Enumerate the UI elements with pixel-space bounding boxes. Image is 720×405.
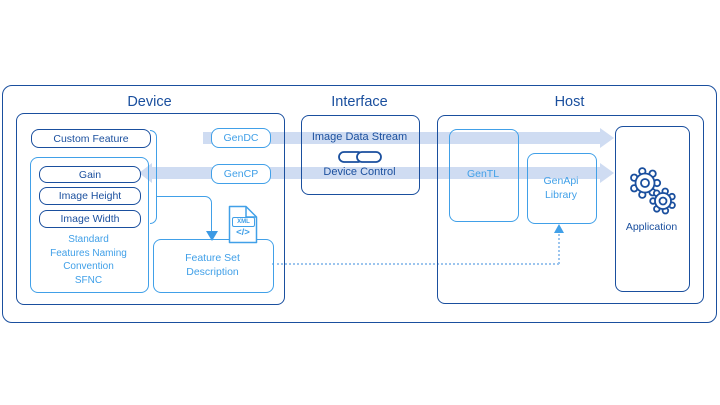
host-section-title: Host [554,94,585,110]
feature-set-description-box [153,239,274,293]
image-data-stream-arrowhead [600,128,614,148]
device-control-label: Device Control [323,166,396,178]
feature-set-dotted-line-vertical [558,234,560,264]
xml-code-glyph: </> [236,227,250,238]
sfnc-text: Standard Features Naming Convention SFNC [32,233,145,287]
image-data-stream-label: Image Data Stream [311,131,408,143]
gencp-pill: GenCP [211,164,271,184]
gears-icon [620,160,680,218]
image-height-label: Image Height [58,190,122,202]
sfnc-box [30,157,149,293]
gain-label: Gain [78,168,102,181]
interface-section-title: Interface [331,94,388,110]
genapi-line-2: Library [544,188,578,201]
device-control-right-arrowhead [600,163,614,183]
diagram-outer-frame [2,85,717,323]
feature-group-bracket [150,130,157,224]
custom-feature-box: Custom Feature [31,129,151,148]
host-box [437,115,704,304]
feature-set-dotted-arrowhead [553,224,564,233]
chain-link-icon [338,149,382,165]
sfnc-line-3: Convention [63,261,114,272]
genapi-library-label: GenApi Library [527,175,595,202]
gentl-label: GenTL [466,168,500,180]
gendc-pill: GenDC [211,128,271,148]
gendc-label: GenDC [223,132,259,144]
feature-set-line-1: Feature Set [185,252,240,264]
image-data-stream-band [203,132,600,144]
sfnc-line-2: Features Naming [50,247,127,259]
genapi-line-1: GenApi [543,175,579,187]
image-width-box: Image Width [39,210,141,228]
gencp-label: GenCP [223,168,259,180]
sfnc-line-4: SFNC [74,274,103,286]
gain-box: Gain [39,166,141,183]
image-width-label: Image Width [60,213,120,225]
gentl-box [449,129,519,222]
application-label: Application [625,221,678,233]
feature-set-dotted-line-horizontal [272,263,559,265]
device-box [16,113,285,305]
custom-feature-label: Custom Feature [53,132,129,145]
description-down-arrowhead [205,231,218,241]
device-section-title: Device [127,94,172,110]
xml-badge: XML [232,217,255,227]
sfnc-line-1: Standard [68,234,109,245]
feature-set-line-2: Description [186,265,239,278]
application-box [615,126,690,292]
genapi-library-box [527,153,597,224]
image-height-box: Image Height [39,187,141,205]
feature-set-description-text: Feature Set Description [155,252,270,279]
bracket-to-description-connector [157,196,212,233]
interface-box [301,115,420,195]
